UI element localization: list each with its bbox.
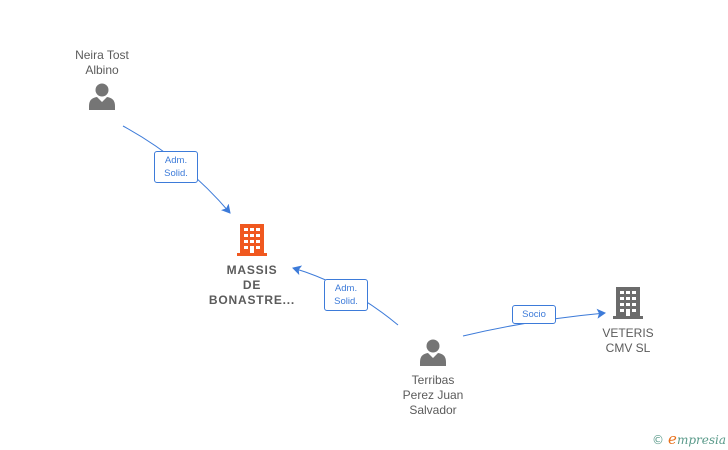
- node-neira-tost-albino[interactable]: Neira Tost Albino: [50, 48, 154, 117]
- person-icon: [420, 339, 446, 366]
- node-veteris-cmv-sl[interactable]: VETERIS CMV SL: [588, 285, 668, 356]
- node-label: Neira Tost Albino: [75, 48, 129, 77]
- empresia-watermark: ©empresia: [652, 430, 726, 448]
- building-icon: [237, 224, 267, 256]
- node-massis-de-bonastre[interactable]: MASSIS DE BONASTRE...: [196, 222, 308, 308]
- brand-name: mpresia: [676, 433, 726, 447]
- copyright-symbol: ©: [652, 433, 665, 447]
- node-label: VETERIS CMV SL: [602, 326, 654, 355]
- relation-badge-socio[interactable]: Socio: [512, 305, 556, 324]
- person-icon: [89, 83, 115, 110]
- node-label: MASSIS DE BONASTRE...: [208, 263, 296, 307]
- node-label: Terribas Perez Juan Salvador: [402, 373, 464, 417]
- building-icon: [613, 287, 643, 319]
- node-terribas-perez-juan-salvador[interactable]: Terribas Perez Juan Salvador: [378, 336, 488, 418]
- relation-badge-adm-solid[interactable]: Adm. Solid.: [154, 151, 198, 183]
- brand-initial: e: [668, 430, 677, 448]
- relation-badge-adm-solid[interactable]: Adm. Solid.: [324, 279, 368, 311]
